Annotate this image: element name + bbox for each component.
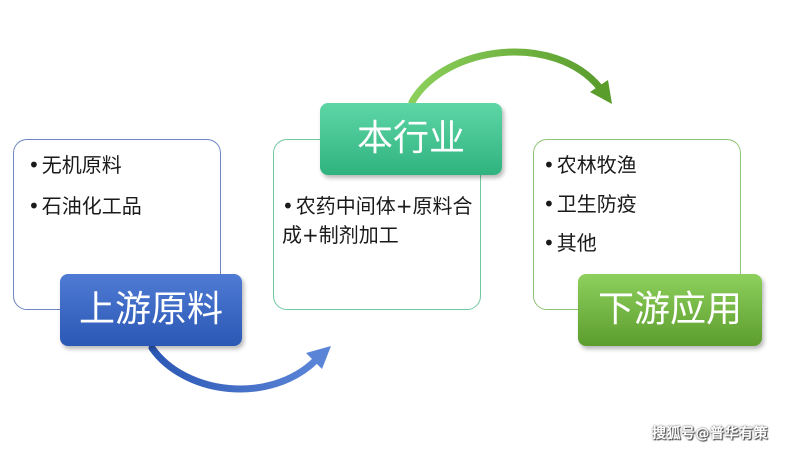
arrow-upstream-to-industry xyxy=(148,344,331,393)
downstream-item: •其他 xyxy=(543,231,597,255)
upstream-title: 上游原料 xyxy=(60,274,242,346)
downstream-title: 下游应用 xyxy=(578,274,762,346)
downstream-item-list: •农林牧渔 •卫生防疫 •其他 xyxy=(543,155,637,272)
watermark: 搜狐号@普华有策 xyxy=(652,426,768,442)
upstream-item-list: •无机原料 •石油化工品 xyxy=(28,155,142,237)
upstream-item: •无机原料 xyxy=(28,153,122,177)
downstream-item: •卫生防疫 xyxy=(543,192,637,216)
upstream-item: •石油化工品 xyxy=(28,194,142,218)
industry-item: •农药中间体+原料合成+制剂加工 xyxy=(282,194,473,247)
arrow-industry-to-downstream xyxy=(408,48,612,106)
industry-title: 本行业 xyxy=(320,103,502,175)
industry-item-list: •农药中间体+原料合成+制剂加工 xyxy=(282,192,478,250)
downstream-item: •农林牧渔 xyxy=(543,153,637,177)
